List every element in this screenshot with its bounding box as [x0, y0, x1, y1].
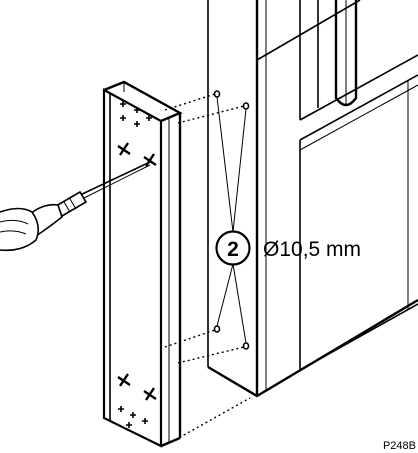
hole-bottom-right — [242, 342, 250, 350]
step-callout: 2 Ø10,5 mm — [215, 230, 361, 266]
step-number-circle — [215, 230, 251, 266]
figure-code: P248B — [383, 440, 416, 452]
hole-bottom-left — [213, 325, 221, 333]
pipe — [334, 0, 358, 107]
mounting-bracket — [102, 80, 183, 448]
step-number: 2 — [227, 238, 239, 261]
drill-diameter-label: Ø10,5 mm — [263, 238, 361, 261]
bracket-holes-lower — [117, 373, 157, 428]
drill-tool — [0, 161, 151, 252]
hole-top-right — [242, 102, 250, 110]
hole-top-left — [213, 90, 221, 98]
alignment-lines — [164, 93, 251, 441]
callout-leaders — [216, 96, 247, 344]
wall-pillar — [207, 0, 418, 398]
